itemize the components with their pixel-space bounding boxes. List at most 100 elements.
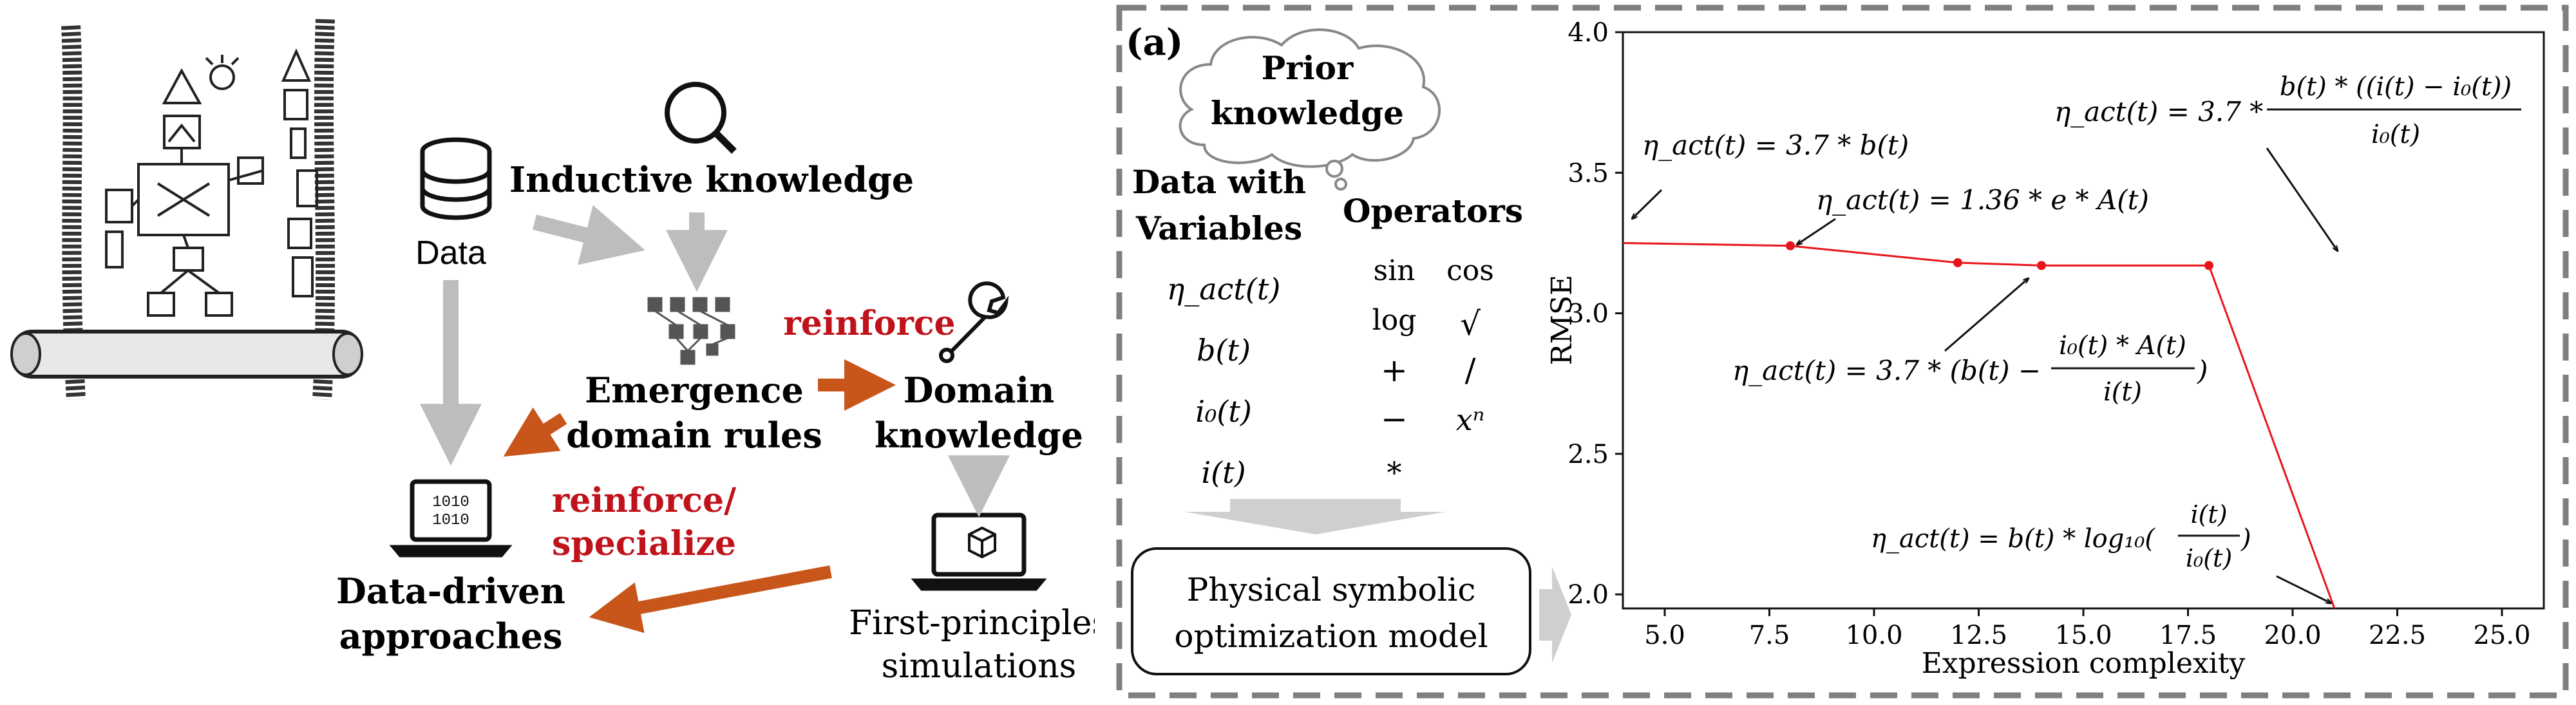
emergence-label-line2: domain rules: [566, 415, 822, 456]
operator-0-1: cos: [1446, 254, 1494, 287]
operator-2-0: +: [1381, 352, 1408, 389]
y-tick-label: 3.0: [1567, 299, 1609, 329]
model-label-line1: Physical symbolic: [1187, 571, 1476, 608]
gray-arrows: [420, 205, 1010, 518]
data-header-line1: Data with: [1132, 163, 1306, 201]
svg-text:1010: 1010: [432, 494, 469, 511]
reinforce-specialize-line1: reinforce/: [552, 481, 736, 520]
model-label-line2: optimization model: [1174, 617, 1488, 655]
annotation-0: η_act(t) = 3.7 * b(t): [1632, 129, 1909, 219]
x-tick-label: 7.5: [1749, 621, 1790, 650]
variable-2: i₀(t): [1195, 394, 1252, 429]
network-icon: [647, 297, 735, 365]
annotation-3-right: ): [2197, 355, 2208, 386]
wrench-icon: [939, 281, 1009, 363]
rmse-point: [1953, 258, 1962, 267]
x-tick-label: 25.0: [2473, 621, 2530, 650]
left-schematic: Data Inductive knowledge Emergence domai…: [10, 19, 1095, 686]
y-tick-label: 4.0: [1567, 18, 1609, 48]
database-icon: [420, 137, 492, 220]
data-label: Data: [415, 234, 486, 272]
annotation-3-denominator: i(t): [2103, 377, 2142, 407]
annotation-1-arrow: [1797, 218, 1836, 245]
y-ticks: 2.0 2.5 3.0 3.5 4.0: [1567, 18, 1623, 610]
inductive-knowledge-label: Inductive knowledge: [509, 159, 914, 200]
annotation-0-arrow: [1632, 189, 1663, 219]
laptop-binary-icon: 1010 1010: [389, 479, 513, 558]
panel-tag: (a): [1126, 21, 1183, 64]
annotation-0-text: η_act(t) = 3.7 * b(t): [1642, 129, 1909, 161]
variable-1: b(t): [1197, 333, 1251, 368]
variable-3: i(t): [1201, 455, 1245, 490]
search-icon: [665, 82, 737, 154]
reinforce-label: reinforce: [783, 304, 955, 343]
laptop-cube-icon: [911, 512, 1047, 591]
y-tick-label: 3.5: [1567, 158, 1609, 188]
gray-right-arrow: [1539, 567, 1571, 663]
rmse-line: [1622, 241, 2336, 609]
rmse-point: [1786, 241, 1795, 250]
data-driven-line2: approaches: [339, 616, 563, 657]
annotation-3: η_act(t) = 3.7 * (b(t) − i₀(t) * A(t) i(…: [1732, 278, 2208, 407]
x-tick-label: 10.0: [1845, 621, 1902, 650]
panel-a-border: [1116, 5, 2569, 699]
annotation-4: η_act(t) = b(t) * log₁₀( i(t) i₀(t) ): [1871, 500, 2331, 603]
data-header-line2: Variables: [1135, 209, 1302, 247]
operator-0-0: sin: [1374, 254, 1416, 287]
ladder-sketch-illustration: [10, 19, 363, 400]
x-axis-label: Expression complexity: [1922, 647, 2246, 680]
annotation-4-left: η_act(t) = b(t) * log₁₀(: [1871, 524, 2155, 554]
annotation-4-numerator: i(t): [2190, 500, 2227, 529]
x-tick-label: 5.0: [1644, 621, 1685, 650]
reinforce-specialize-line2: specialize: [552, 524, 736, 563]
x-tick-label: 20.0: [2264, 621, 2321, 650]
operators-header: Operators: [1343, 192, 1523, 230]
x-tick-label: 12.5: [1950, 621, 2007, 650]
y-axis-label: RMSE: [1546, 275, 1578, 365]
annotation-2: η_act(t) = 3.7 * b(t) * ((i(t) − i₀(t)) …: [2054, 72, 2521, 251]
annotation-4-denominator: i₀(t): [2186, 544, 2232, 572]
annotation-3-left: η_act(t) = 3.7 * (b(t) −: [1732, 355, 2041, 386]
operator-4-0: *: [1387, 455, 1402, 490]
plot-frame: [1622, 31, 2545, 610]
rmse-point: [2037, 261, 2046, 270]
rmse-point: [2204, 261, 2213, 270]
first-principles-line2: simulations: [882, 647, 1077, 686]
svg-text:1010: 1010: [432, 512, 469, 529]
data-driven-line1: Data-driven: [336, 570, 565, 612]
x-ticks: 5.0 7.5 10.0 12.5 15.0 17.5 20.0 22.5 25.0: [1644, 608, 2531, 650]
annotation-4-arrow: [2276, 575, 2331, 603]
operator-1-0: log: [1372, 304, 1417, 337]
operator-2-1: /: [1465, 352, 1476, 389]
orange-arrows: [503, 359, 896, 634]
annotation-2-arrow: [2266, 147, 2338, 251]
x-tick-label: 15.0: [2054, 621, 2112, 650]
annotation-2-left: η_act(t) = 3.7 *: [2054, 96, 2263, 127]
rmse-points: [1786, 241, 2213, 270]
annotation-3-numerator: i₀(t) * A(t): [2059, 331, 2186, 361]
x-tick-label: 22.5: [2369, 621, 2426, 650]
operator-3-1: xⁿ: [1456, 402, 1485, 437]
annotation-1: η_act(t) = 1.36 * e * A(t): [1797, 184, 2149, 245]
operator-3-0: −: [1381, 400, 1408, 438]
gray-down-arrow: [1185, 499, 1446, 534]
first-principles-line1: First-principles: [849, 604, 1095, 643]
y-tick-label: 2.5: [1567, 440, 1609, 469]
model-box: [1131, 547, 1531, 675]
annotation-1-text: η_act(t) = 1.36 * e * A(t): [1816, 184, 2149, 216]
domain-knowledge-line2: knowledge: [875, 415, 1083, 456]
domain-knowledge-line1: Domain: [904, 370, 1055, 411]
variable-0: η_act(t): [1167, 272, 1281, 306]
x-tick-label: 17.5: [2159, 621, 2217, 650]
annotation-3-arrow: [1944, 278, 2029, 352]
annotation-2-numerator: b(t) * ((i(t) − i₀(t)): [2280, 72, 2512, 102]
annotation-2-denominator: i₀(t): [2371, 120, 2420, 149]
operator-1-1: √: [1460, 305, 1481, 343]
cloud-label-line1: Prior: [1262, 49, 1354, 87]
emergence-label-line1: Emergence: [585, 370, 804, 411]
y-tick-label: 2.0: [1567, 580, 1609, 610]
annotation-4-right: ): [2240, 524, 2251, 554]
cloud-label-line2: knowledge: [1211, 94, 1404, 132]
